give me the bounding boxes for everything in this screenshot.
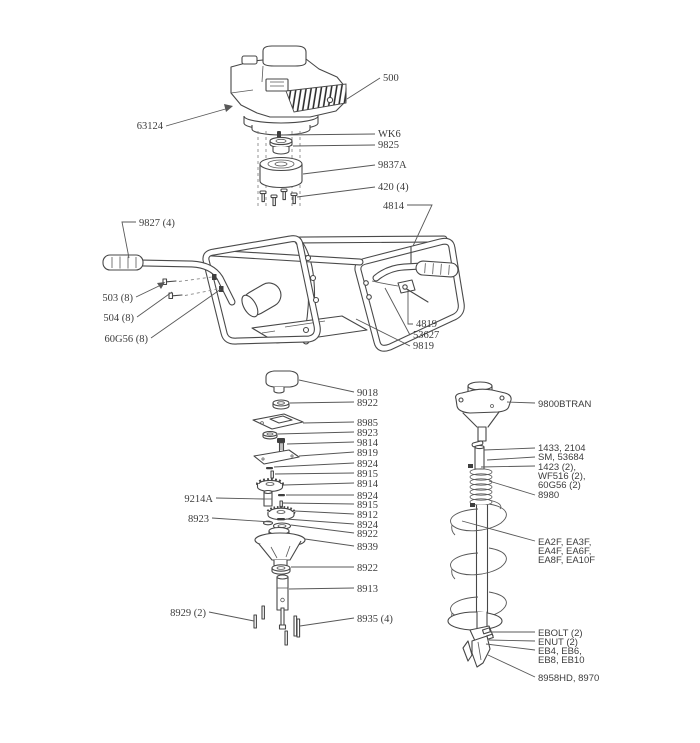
part-label-9819: 9819 bbox=[413, 341, 434, 352]
part-label-EB-line1: EB4, EB6, bbox=[538, 646, 582, 657]
part-label-9018: 9018 bbox=[357, 388, 378, 399]
part-label-EA-line1: EA2F, EA3F, bbox=[538, 537, 591, 548]
handlebar-frame bbox=[138, 235, 465, 352]
throttle-assembly bbox=[371, 246, 429, 303]
part-label-4814: 4814 bbox=[383, 201, 405, 212]
part-label-420: 420 (4) bbox=[378, 182, 409, 193]
part-label-8915a: 8915 bbox=[357, 469, 378, 480]
part-label-9837A: 9837A bbox=[378, 160, 407, 171]
part-label-8923a: 8923 bbox=[357, 428, 378, 439]
part-label-8922c: 8922 bbox=[357, 563, 378, 574]
part-label-ENUT: ENUT (2) bbox=[538, 637, 578, 648]
part-label-9825: 9825 bbox=[378, 140, 399, 151]
part-label-8919: 8919 bbox=[357, 448, 378, 459]
part-label-EB-line2: EB8, EB10 bbox=[538, 655, 584, 666]
part-label-8935: 8935 (4) bbox=[357, 614, 393, 625]
part-label-8915b: 8915 bbox=[357, 500, 378, 511]
part-label-EA-line2: EA4F, EA6F, bbox=[538, 546, 591, 557]
part-label-8913: 8913 bbox=[357, 584, 378, 595]
part-label-EA-line3: EA8F, EA10F bbox=[538, 555, 595, 566]
part-label-8939: 8939 bbox=[357, 542, 378, 553]
part-label-504: 504 (8) bbox=[103, 313, 134, 324]
part-label-500: 500 bbox=[383, 73, 399, 84]
auger-flighting bbox=[447, 499, 507, 631]
part-label-53627: 53627 bbox=[413, 330, 439, 341]
part-label-WK6: WK6 bbox=[378, 129, 401, 140]
part-label-8924c: 8924 bbox=[357, 520, 379, 531]
part-label-8924a: 8924 bbox=[357, 459, 379, 470]
part-label-60G56-8: 60G56 (8) bbox=[105, 334, 149, 345]
part-label-9214A: 9214A bbox=[184, 494, 213, 505]
part-label-1433-2104: 1433, 2104 bbox=[538, 443, 586, 454]
part-label-63124: 63124 bbox=[137, 121, 164, 132]
part-label-60G56-2: 60G56 (2) bbox=[538, 480, 581, 491]
blade-and-point bbox=[462, 625, 494, 668]
part-label-8985: 8985 bbox=[357, 418, 378, 429]
part-label-8923b: 8923 bbox=[188, 514, 209, 525]
part-label-8914: 8914 bbox=[357, 479, 379, 490]
part-label-8912: 8912 bbox=[357, 510, 378, 521]
engine-illustration bbox=[230, 45, 347, 206]
part-labels: 500 63124 WK6 9825 9837A 420 (4) 4814 98… bbox=[102, 73, 599, 684]
screws-503-504 bbox=[162, 274, 224, 300]
part-label-9800BTRAN: 9800BTRAN bbox=[538, 399, 591, 410]
part-label-8980: 8980 bbox=[538, 490, 559, 501]
part-label-WF516: WF516 (2), bbox=[538, 471, 586, 482]
part-label-8929: 8929 (2) bbox=[170, 608, 206, 619]
bushing-9825 bbox=[269, 136, 293, 155]
transmission-9800BTRAN bbox=[455, 381, 512, 442]
part-label-9827: 9827 (4) bbox=[139, 218, 175, 229]
part-label-EBOLT: EBOLT (2) bbox=[538, 628, 583, 639]
part-label-8924b: 8924 bbox=[357, 491, 379, 502]
part-label-1423: 1423 (2), bbox=[538, 462, 576, 473]
part-label-8922a: 8922 bbox=[357, 398, 378, 409]
part-label-8922b: 8922 bbox=[357, 529, 378, 540]
bolts-420 bbox=[259, 188, 298, 207]
part-label-503: 503 (8) bbox=[102, 293, 133, 304]
leader-lines bbox=[121, 77, 536, 678]
gearcase-parts-column bbox=[252, 370, 306, 646]
right-grip bbox=[415, 260, 459, 278]
part-label-4819: 4819 bbox=[416, 319, 437, 330]
left-grip-9827 bbox=[102, 254, 144, 271]
driveshaft-and-spring bbox=[468, 440, 493, 507]
part-label-SM-53684: SM, 53684 bbox=[538, 452, 584, 463]
adapter-9837A bbox=[259, 156, 303, 189]
part-label-9814: 9814 bbox=[357, 438, 379, 449]
part-label-8958HD-8970: 8958HD, 8970 bbox=[538, 673, 599, 684]
